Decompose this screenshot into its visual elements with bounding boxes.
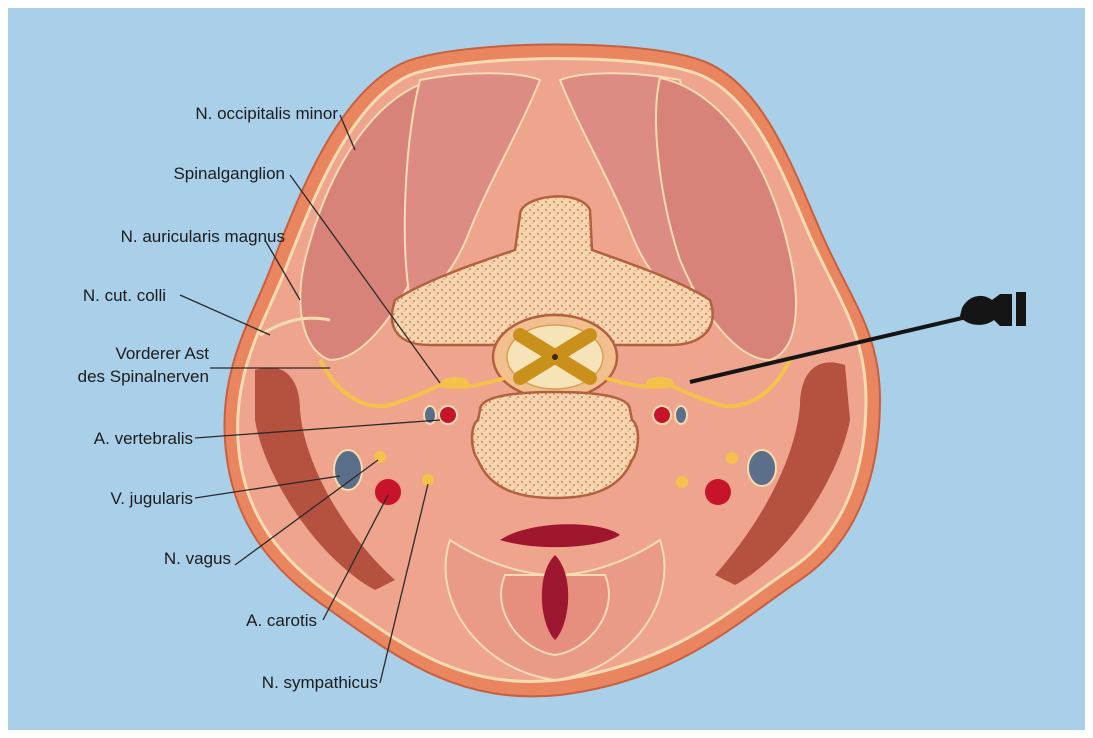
label-vertebralis: A. vertebralis — [94, 428, 193, 449]
label-des-spinalnerven: des Spinalnerven — [78, 366, 209, 387]
vertebral-vein-right — [675, 406, 687, 424]
label-vorderer-ast: Vorderer Ast — [115, 343, 209, 364]
label-occipitalis-minor: N. occipitalis minor — [195, 103, 338, 124]
sympathetic-nerve-right — [676, 476, 688, 488]
label-jugularis: V. jugularis — [110, 488, 193, 509]
carotid-artery-left — [375, 479, 401, 505]
label-carotis: A. carotis — [246, 610, 317, 631]
carotid-artery-right — [705, 479, 731, 505]
label-spinalganglion: Spinalganglion — [173, 163, 285, 184]
jugular-vein-left — [334, 450, 362, 490]
label-cut-colli: N. cut. colli — [83, 285, 166, 306]
label-sympathicus: N. sympathicus — [262, 672, 378, 693]
spinal-ganglion-right — [646, 377, 674, 389]
spinal-ganglion-left — [441, 377, 469, 389]
label-vagus: N. vagus — [164, 548, 231, 569]
probe-cap — [1016, 292, 1026, 326]
vertebral-artery-right — [653, 406, 671, 424]
vertebral-artery-left — [439, 406, 457, 424]
label-auricularis-magnus: N. auricularis magnus — [121, 226, 285, 247]
jugular-vein-right — [748, 450, 776, 486]
central-canal — [552, 354, 558, 360]
vertebral-body — [472, 392, 638, 498]
vagus-nerve-right — [726, 452, 738, 464]
